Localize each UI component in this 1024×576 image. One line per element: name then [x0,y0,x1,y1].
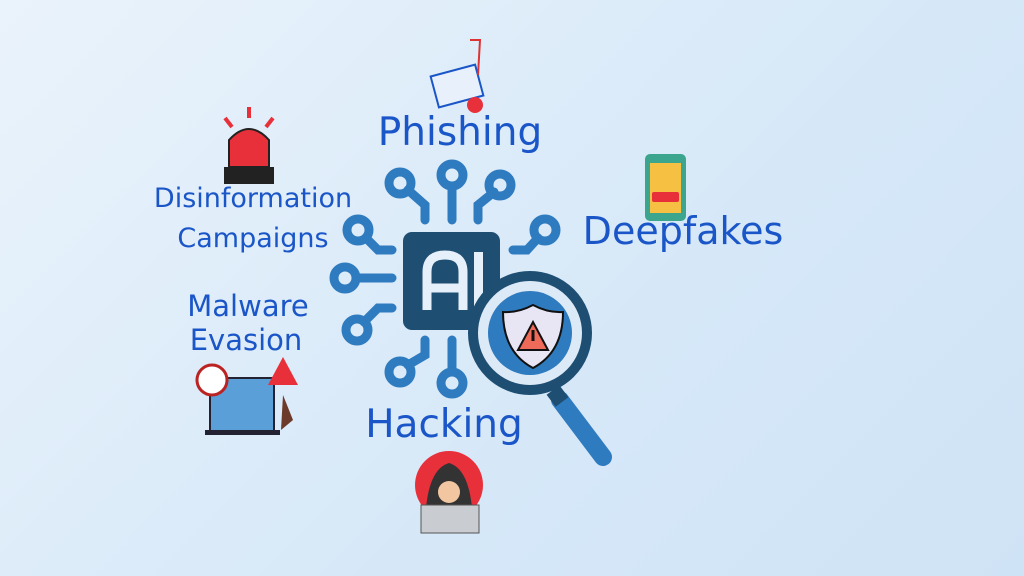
label-hacking: Hacking [365,402,523,447]
alarm-siren-icon [223,107,275,184]
circuit-nodes [329,159,561,399]
label-phishing: Phishing [377,110,543,155]
phishing-envelope-icon [429,39,485,113]
deepfake-phone-icon [645,154,686,221]
label-malware: Malware [187,289,309,323]
malware-laptop-icon [195,357,298,435]
magnifier-shield-icon [468,271,612,466]
hacker-icon [415,451,483,534]
label-disinformation: Disinformation [153,183,353,214]
label-deepfakes: Deepfakes [582,209,784,253]
label-campaigns: Campaigns [177,223,329,254]
label-evasion: Evasion [189,323,303,357]
